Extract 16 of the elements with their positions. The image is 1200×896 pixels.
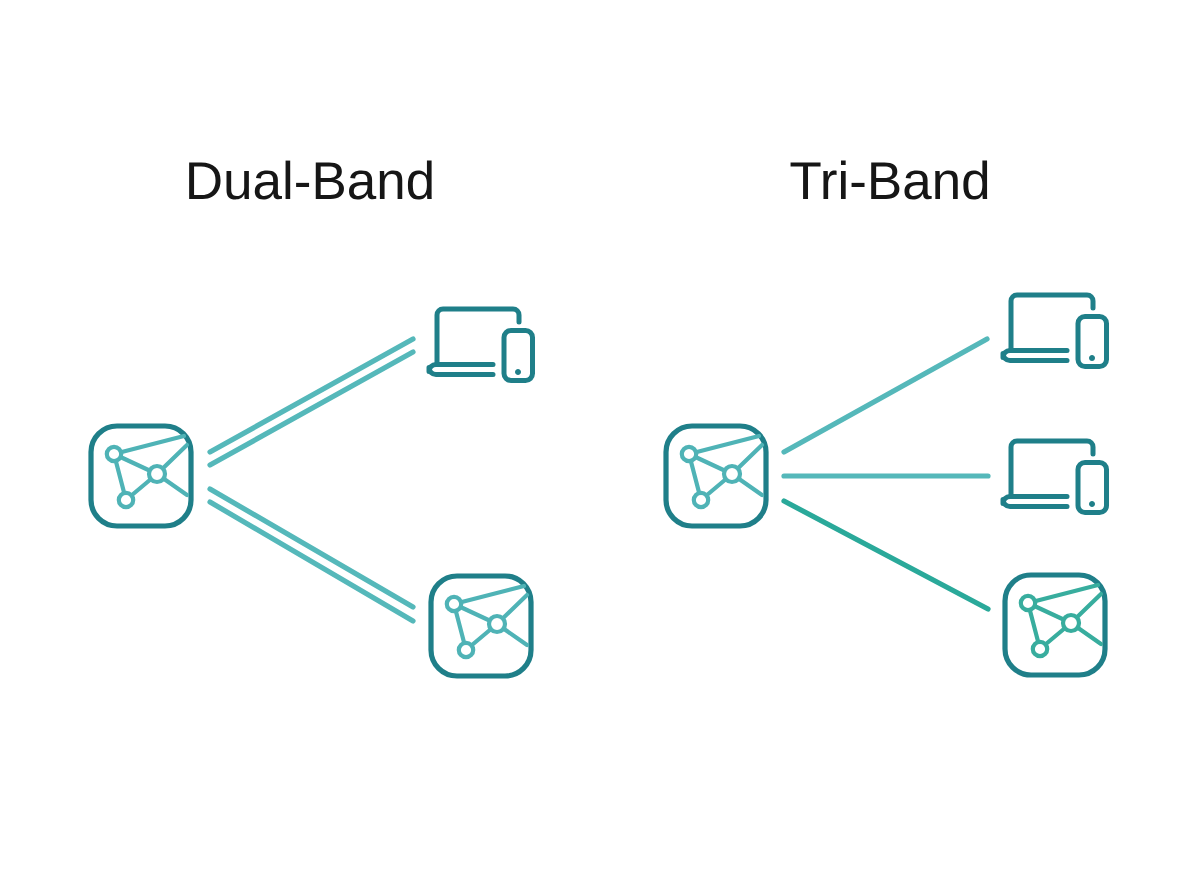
- router-icon: [663, 423, 769, 529]
- router-icon: [428, 573, 534, 679]
- laptop-phone-icon: [1000, 292, 1109, 369]
- connection-line: [207, 499, 416, 624]
- router-icon: [88, 423, 194, 529]
- laptop-phone-icon: [1000, 438, 1109, 515]
- heading: Tri-Band: [790, 160, 988, 200]
- connection-line: [207, 336, 416, 455]
- connection-line: [781, 473, 991, 479]
- connection-line: [207, 486, 416, 610]
- connection-line: [207, 349, 416, 468]
- laptop-phone-icon: [426, 306, 535, 383]
- connection-line: [781, 498, 991, 612]
- connection-line: [781, 336, 990, 455]
- router-icon: [1002, 572, 1108, 678]
- heading: Dual-Band: [189, 160, 432, 200]
